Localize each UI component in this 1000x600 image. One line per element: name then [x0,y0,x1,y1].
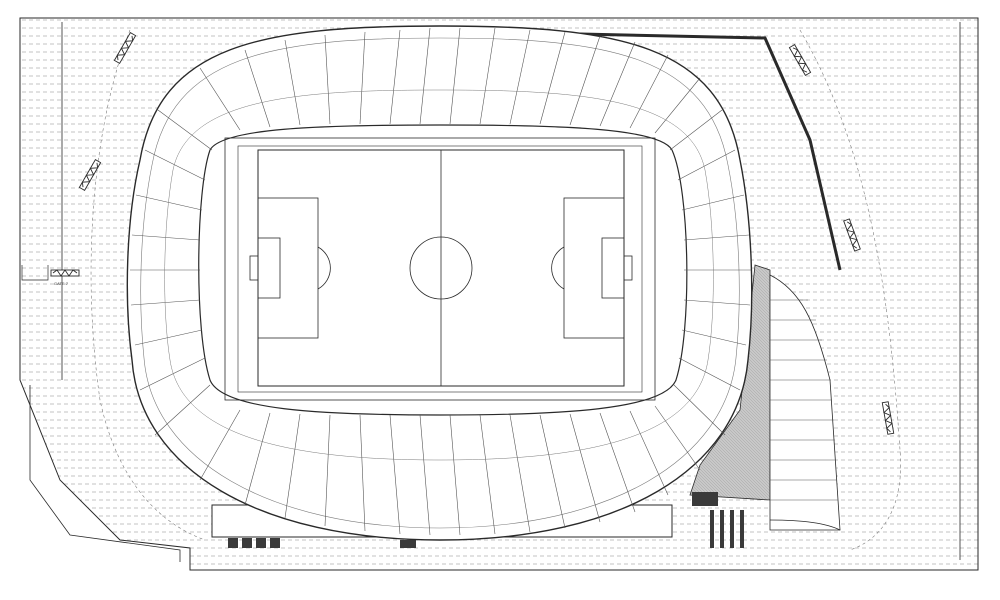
roof-sectors-north [199,27,701,134]
football-pitch [224,137,656,401]
turnstile-block-3 [256,538,266,548]
floodlight-tower-icon [881,401,895,435]
floodlight-tower-icon [788,44,812,76]
west-gate-marker: GATE 7 [21,265,69,286]
ramp-steps [770,299,838,501]
east-goal [623,255,633,281]
floodlight-tower-icon [843,218,861,252]
roof-sectors-south [199,405,701,536]
east-service-road [799,29,901,551]
pitch-surround-inner [237,145,643,393]
inner-boundary-line [29,385,181,562]
floodlight-towers [50,32,895,435]
ramp-curve [769,519,841,531]
pitch-surround-outer [224,137,656,401]
roof-sectors-east [669,109,751,436]
turnstile-block-2 [242,538,252,548]
east-stair-block-a [692,492,718,506]
turnstile-block-5 [400,540,416,548]
ramp-stair-block [769,274,841,531]
west-service-road [90,29,206,541]
roof-gutter-line [579,32,842,271]
turnstile-block-4 [270,538,280,548]
roof-tier-ring [164,89,714,461]
roof-sectors-west [130,109,213,436]
floodlight-tower-icon [50,269,80,277]
service-roads [90,29,901,551]
floodlight-tower-icon [78,159,102,191]
turnstile-block-1 [228,538,238,548]
center-circle [409,236,473,300]
east-stair-columns [710,510,744,548]
west-penalty-arc [317,246,331,290]
gate-label: GATE 7 [54,281,69,286]
gate-bracket [21,265,49,281]
east-penalty-arc [551,246,565,290]
floodlight-tower-icon [113,32,137,64]
west-goal [249,255,259,281]
